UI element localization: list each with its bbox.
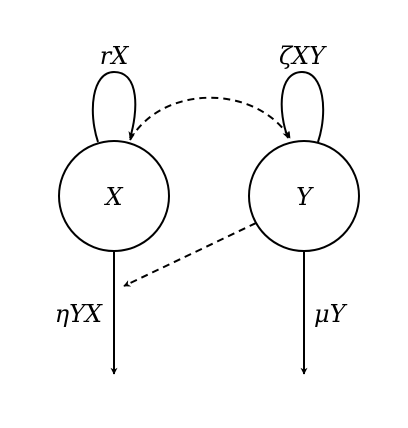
node-x: X (58, 140, 170, 252)
node-x-label: X (103, 183, 123, 211)
x-to-y-dashed-arrow (129, 96, 291, 141)
y-outflow-label: μY (314, 300, 348, 328)
y-self-loop-label: ζXY (279, 42, 327, 70)
y-to-x-outflow-dashed-arrow (123, 222, 257, 287)
node-y-circle (248, 140, 360, 252)
node-y: Y (248, 140, 360, 252)
y-self-loop-arrow (280, 70, 325, 143)
node-y-label: Y (296, 183, 314, 211)
x-outflow-label: ηYX (55, 300, 103, 328)
node-x-circle (58, 140, 170, 252)
x-self-loop-arrow (91, 70, 137, 143)
x-self-loop-label: rX (100, 42, 129, 70)
